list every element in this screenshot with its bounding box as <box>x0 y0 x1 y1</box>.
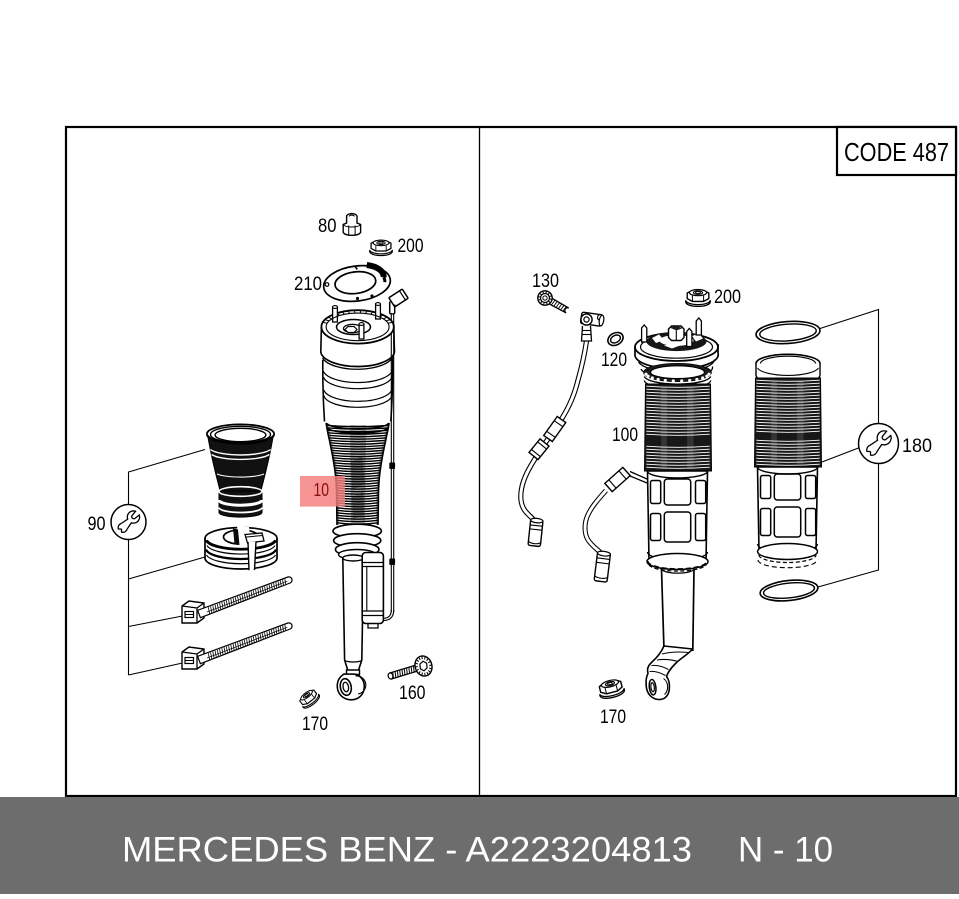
svg-text:90: 90 <box>88 514 106 535</box>
svg-text:100: 100 <box>612 425 638 446</box>
svg-text:80: 80 <box>318 216 337 237</box>
svg-text:N - 10: N - 10 <box>738 830 833 870</box>
svg-text:210: 210 <box>294 274 322 295</box>
svg-text:120: 120 <box>601 350 627 371</box>
svg-text:180: 180 <box>902 436 932 457</box>
svg-text:CODE 487: CODE 487 <box>844 137 949 167</box>
svg-text:200: 200 <box>398 236 424 257</box>
svg-text:160: 160 <box>399 683 426 704</box>
svg-text:130: 130 <box>532 271 559 292</box>
svg-text:10: 10 <box>314 480 330 500</box>
svg-text:MERCEDES BENZ - A2223204813: MERCEDES BENZ - A2223204813 <box>122 830 692 870</box>
svg-text:200: 200 <box>714 287 741 308</box>
svg-text:170: 170 <box>302 714 328 735</box>
svg-text:170: 170 <box>600 707 626 728</box>
